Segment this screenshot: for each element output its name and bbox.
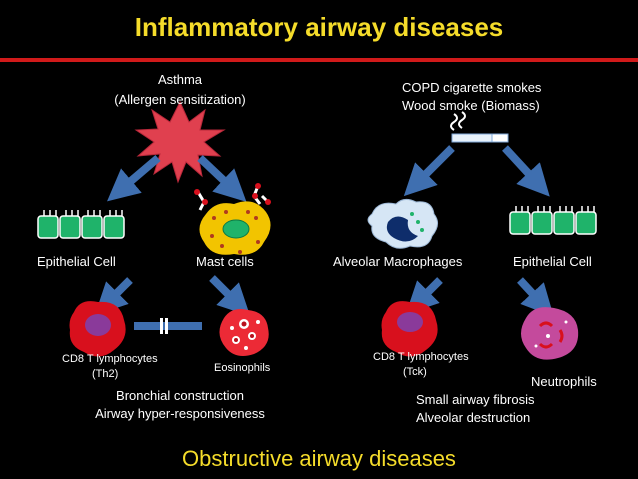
outcome-bronchial-label: Bronchial construction	[116, 388, 244, 403]
neutrophils-label: Neutrophils	[531, 374, 597, 389]
arrow-smoke-epithelial	[502, 145, 550, 197]
outcome-alveolar-destruction-label: Alveolar destruction	[416, 410, 531, 425]
arrow-mast-eos	[209, 275, 251, 317]
wood-smoke-label: Wood smoke (Biomass)	[402, 98, 540, 113]
arrow-smoke-macrophage	[403, 145, 455, 197]
tcell-th2-icon	[69, 301, 126, 357]
footer-title: Obstructive airway diseases	[182, 446, 456, 471]
epithelial-cells-left-icon	[37, 210, 125, 239]
mast-cell-icon	[194, 183, 271, 255]
epithelial-cell-left-label: Epithelial Cell	[37, 254, 116, 269]
arrow-epithelial-neut	[517, 277, 554, 317]
arrow-asthma-mast	[197, 155, 247, 202]
tcell-eos-link	[134, 318, 202, 334]
th2-label: (Th2)	[92, 368, 119, 380]
alveolar-macrophage-icon	[367, 198, 438, 249]
copd-label: COPD cigarette smokes	[402, 80, 542, 95]
title-divider	[0, 58, 638, 62]
tck-label: (Tck)	[403, 366, 427, 378]
outcome-hyperresponsiveness-label: Airway hyper-responsiveness	[95, 406, 265, 421]
outcome-fibrosis-label: Small airway fibrosis	[416, 392, 535, 407]
arrow-macro-tcell	[405, 277, 443, 315]
arrow-epithelial-tcell	[94, 277, 133, 316]
asthma-sublabel: (Allergen sensitization)	[114, 92, 246, 107]
asthma-label: Asthma	[157, 72, 203, 87]
cigarette-icon	[450, 111, 509, 143]
eosinophils-label: Eosinophils	[214, 362, 271, 374]
tcell-tck-icon	[381, 301, 438, 357]
neutrophil-icon	[521, 307, 579, 360]
eosinophil-icon	[219, 309, 269, 356]
diagram-title: Inflammatory airway diseases	[134, 12, 504, 42]
cd8-tck-label: CD8 T lymphocytes	[373, 351, 469, 363]
epithelial-cells-right-icon	[509, 206, 597, 235]
alveolar-macrophages-label: Alveolar Macrophages	[333, 254, 463, 269]
arrow-asthma-epithelial	[107, 154, 161, 202]
mast-cells-label: Mast cells	[196, 254, 254, 269]
epithelial-cell-right-label: Epithelial Cell	[513, 254, 592, 269]
cd8-th2-label: CD8 T lymphocytes	[62, 353, 158, 365]
